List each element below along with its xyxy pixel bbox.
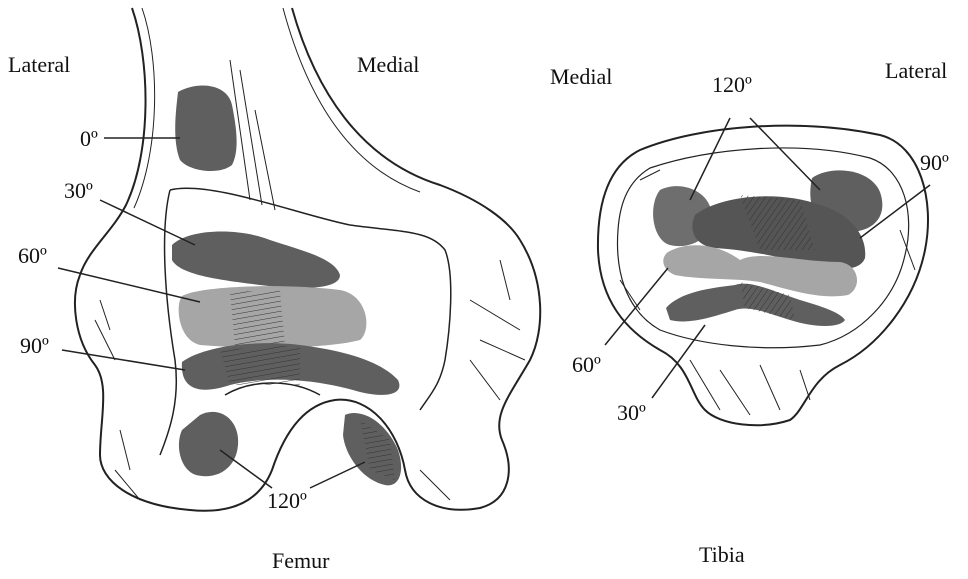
femur-contact-zones (172, 86, 401, 486)
femur-shaft-medial-inner (283, 8, 420, 192)
femur-zone-60-hatch (230, 290, 285, 346)
femur-angle-120-label: 120º (267, 488, 307, 514)
leader-femur-120-a (220, 450, 272, 488)
tibia-medial-label: Medial (550, 64, 612, 90)
leader-femur-120-b (310, 462, 365, 488)
tibia-angle-90-label: 90º (920, 150, 949, 176)
femur-angle-0-label: 0º (80, 126, 98, 152)
tibia-caption: Tibia (699, 542, 745, 568)
tibia-lateral-label: Lateral (885, 58, 947, 84)
leader-femur-90 (62, 350, 185, 370)
tibia-angle-120-label: 120º (712, 72, 752, 98)
leader-tibia-120-b (750, 118, 820, 190)
femur-shaft-medial-edge (292, 8, 520, 240)
femur-zone-120-lateral (179, 412, 238, 476)
femur-angle-90-label: 90º (20, 333, 49, 359)
femur-caption: Femur (272, 548, 329, 574)
femur-medial-label: Medial (357, 52, 419, 78)
tibia-angle-60-label: 60º (572, 352, 601, 378)
femur-angle-30-label: 30º (64, 178, 93, 204)
femur-shaft-lateral-inner (134, 8, 155, 208)
femur-zone-0 (175, 86, 236, 171)
femur-zone-90-hatch (220, 345, 300, 385)
tibia-angle-30-label: 30º (617, 400, 646, 426)
femur-angle-60-label: 60º (18, 243, 47, 269)
tibia-contact-zones (653, 170, 882, 326)
leader-femur-60 (58, 268, 200, 302)
femur-lateral-label: Lateral (8, 52, 70, 78)
femur-zone-30 (172, 232, 340, 288)
